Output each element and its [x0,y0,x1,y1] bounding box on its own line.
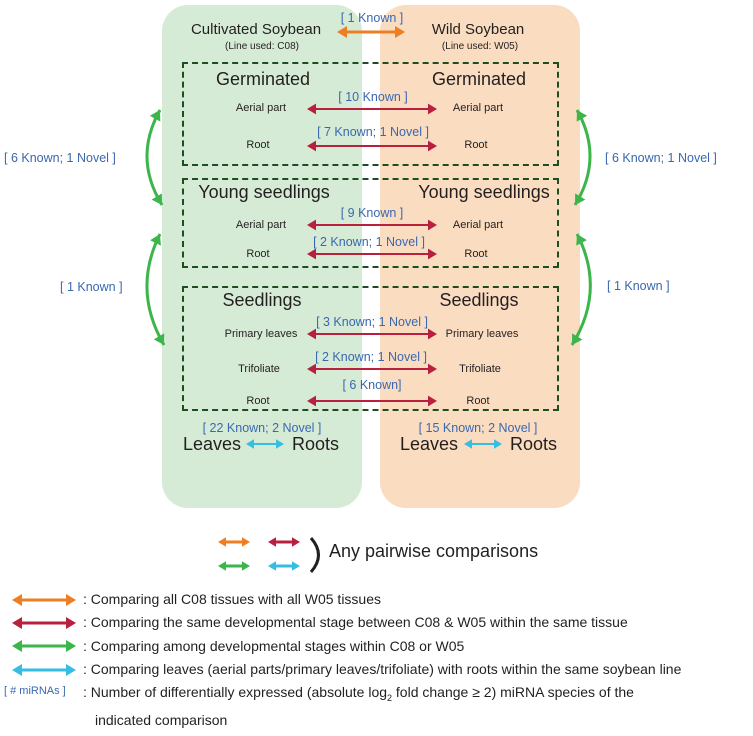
right-upper-count: [ 6 Known; 1 Novel ] [605,151,717,165]
top-orange-arrow [337,26,405,38]
legend-bracket [309,537,320,573]
legend-mirna-text-line2: indicated comparison [95,712,228,728]
wild-line: (Line used: W05) [441,41,519,52]
left-upper-green-arrow [145,109,164,206]
germinated-label-left: Germinated [215,69,311,89]
young-aerial-right: Aerial part [452,219,504,231]
left-lower-count: [ 1 Known ] [60,280,123,294]
seedlings-trifoliate-arrow [307,363,437,375]
germinated-aerial-arrow [307,103,437,115]
seedlings-label-right: Seedlings [439,290,519,310]
young-root-arrow [307,248,437,260]
seedlings-root-right: Root [466,395,490,407]
right-lower-count: [ 1 Known ] [607,279,670,293]
seedlings-trifoliate-right: Trifoliate [459,363,501,375]
seedlings-primary-left: Primary leaves [224,328,298,340]
wild-panel [380,5,580,508]
cultivated-title: Cultivated Soybean [190,21,322,38]
seedlings-primary-arrow [307,328,437,340]
legend-red-text: : Comparing the same developmental stage… [83,614,628,630]
wild-roots-label: Roots [510,434,558,454]
young-root-left: Root [246,248,270,260]
young-root-count: [ 2 Known; 1 Novel ] [313,235,425,249]
top-count: [ 1 Known ] [340,11,404,25]
young-seedlings-box [182,178,559,268]
germinated-aerial-count: [ 10 Known ] [338,90,408,104]
legend-cyan-arrow [12,664,76,676]
cultivated-panel [162,5,362,508]
wild-leaves-roots-count: [ 15 Known; 2 Novel ] [418,421,538,435]
left-lower-green-arrow [145,233,166,346]
seedlings-primary-right: Primary leaves [445,328,519,340]
young-aerial-left: Aerial part [235,219,287,231]
right-upper-green-arrow [573,109,592,206]
legend-mirna-text: : Number of differentially expressed (ab… [83,684,634,703]
wild-leaves-label: Leaves [400,434,459,454]
germinated-label-right: Germinated [431,69,527,89]
legend-orange-arrow [12,594,76,606]
germinated-root-right: Root [464,139,488,151]
legend-red-arrow [12,617,76,629]
legend-small-cyan-arrow [268,561,300,571]
legend-green-text: : Comparing among developmental stages w… [83,638,465,654]
germinated-aerial-left: Aerial part [235,102,287,114]
cultivated-leaves-roots-count: [ 22 Known; 2 Novel ] [202,421,322,435]
legend-green-arrow [12,640,76,652]
legend-mirna-tag: [ # miRNAs ] [4,685,66,697]
germinated-root-left: Root [246,139,270,151]
seedlings-root-left: Root [246,395,270,407]
young-aerial-arrow [307,219,437,231]
legend-orange-text: : Comparing all C08 tissues with all W05… [83,591,382,607]
cultivated-roots-label: Roots [292,434,340,454]
cultivated-line: (Line used: C08) [225,41,299,52]
legend-small-orange-arrow [218,537,250,547]
germinated-root-count: [ 7 Known; 1 Novel ] [317,125,429,139]
cultivated-leaves-roots-arrow [246,439,284,449]
seedlings-root-arrow [307,395,437,407]
young-label-left: Young seedlings [198,182,330,202]
germinated-box [182,62,559,166]
legend-cyan-text: : Comparing leaves (aerial parts/primary… [83,661,682,677]
young-label-right: Young seedlings [418,182,550,202]
cultivated-leaves-label: Leaves [183,434,242,454]
young-aerial-count: [ 9 Known ] [340,206,404,220]
wild-title: Wild Soybean [431,21,525,38]
seedlings-trifoliate-count: [ 2 Known; 1 Novel ] [315,350,427,364]
young-root-right: Root [464,248,488,260]
seedlings-box [182,286,559,411]
right-lower-green-arrow [570,233,592,346]
germinated-root-arrow [307,140,437,152]
wild-leaves-roots-arrow [464,439,502,449]
legend-small-red-arrow [268,537,300,547]
seedlings-label-left: Seedlings [222,290,302,310]
left-upper-count: [ 6 Known; 1 Novel ] [4,151,116,165]
legend-small-green-arrow [218,561,250,571]
germinated-aerial-right: Aerial part [452,102,504,114]
seedlings-trifoliate-left: Trifoliate [238,363,280,375]
any-pairwise-label: Any pairwise comparisons [329,541,539,561]
seedlings-primary-count: [ 3 Known; 1 Novel ] [316,315,428,329]
seedlings-root-count: [ 6 Known] [342,378,402,392]
